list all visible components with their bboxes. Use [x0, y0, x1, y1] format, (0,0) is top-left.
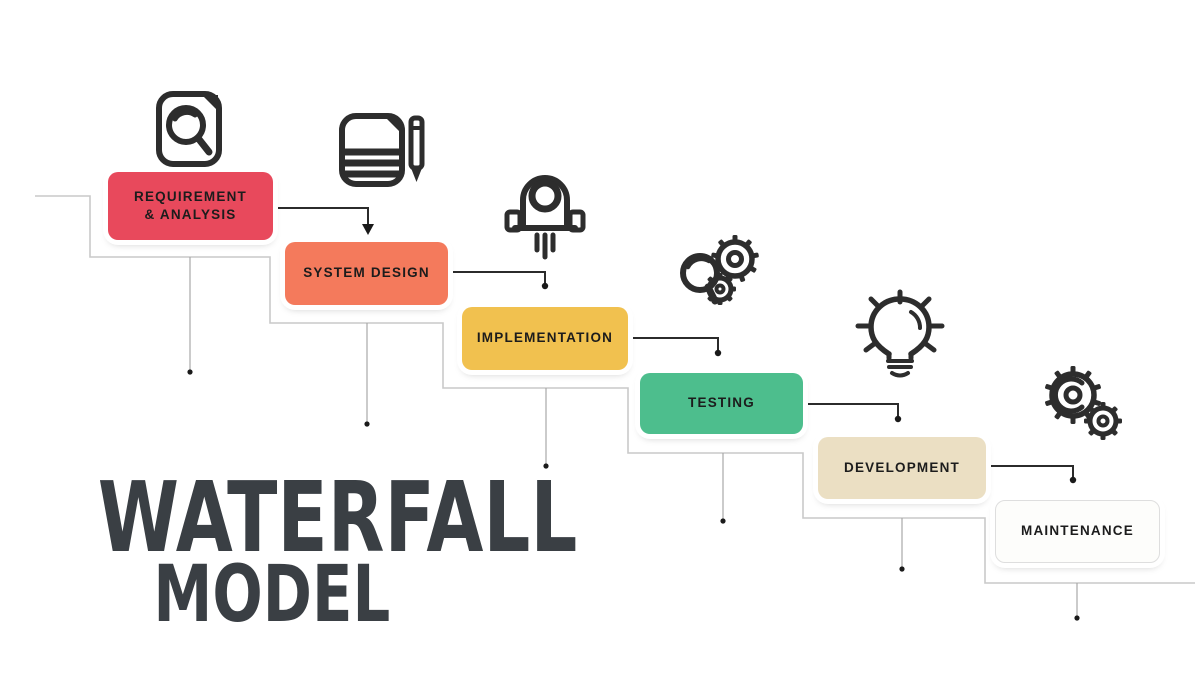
- stage-label: REQUIREMENT & ANALYSIS: [134, 188, 247, 222]
- magnifier-gear-icon: [680, 235, 759, 305]
- stage-connectors: [273, 207, 1077, 484]
- lightbulb-icon: [855, 289, 945, 378]
- stage-label: SYSTEM DESIGN: [303, 265, 430, 281]
- rocket-icon: [504, 175, 586, 260]
- stage-label: IMPLEMENTATION: [476, 330, 614, 346]
- document-search-icon: [156, 91, 222, 167]
- stage-box-implementation: IMPLEMENTATION: [462, 307, 628, 370]
- stage-box-maintenance: MAINTENANCE: [995, 500, 1160, 563]
- stage-box-requirement-analysis: REQUIREMENT & ANALYSIS: [108, 172, 273, 240]
- arrow-down-icon: [362, 224, 374, 235]
- stage-box-testing: TESTING: [640, 373, 803, 434]
- stage-box-development: DEVELOPMENT: [818, 437, 986, 499]
- drop-lines: [187, 257, 1080, 621]
- stage-label: MAINTENANCE: [1021, 523, 1134, 539]
- stage-label: DEVELOPMENT: [844, 459, 960, 475]
- document-pencil-icon: [339, 113, 425, 187]
- stage-box-system-design: SYSTEM DESIGN: [285, 242, 448, 305]
- title-line-2: MODEL: [153, 550, 391, 640]
- staircase-line: [35, 195, 1195, 584]
- title-line-1: WATERFALL: [97, 461, 578, 574]
- stage-label: TESTING: [688, 395, 755, 411]
- gears-icon: [1045, 366, 1122, 440]
- diagram-title: WATERFALL MODEL: [22, 469, 578, 640]
